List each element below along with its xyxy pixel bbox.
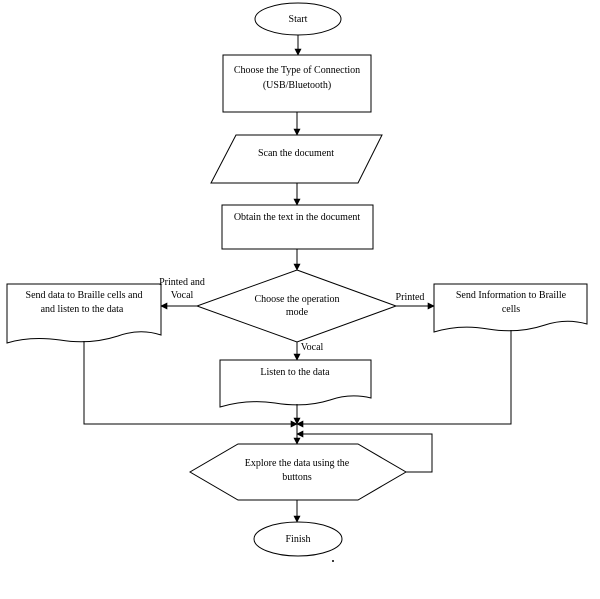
connection-type-label-line2: (USB/Bluetooth) [263, 80, 331, 91]
braille-information-document [433, 283, 588, 333]
operation-mode-label-line2: mode [286, 307, 309, 318]
edge-label-printed-and-vocal-line2: Vocal [171, 290, 194, 301]
braille-information-label-line2: cells [502, 304, 520, 315]
braille-information-label-line1: Send Information to Braille [456, 290, 567, 301]
explore-data-hexagon [189, 443, 407, 501]
connection-type-box [222, 54, 372, 113]
connector-braille-and-listen-to-merge [83, 341, 298, 428]
finish-label: Finish [285, 534, 310, 545]
braille-and-listen-document [6, 283, 162, 344]
explore-data-label-line2: buttons [282, 472, 312, 483]
braille-and-listen-label-line1: Send data to Braille cells and [26, 290, 143, 301]
scan-document-parallelogram [210, 134, 383, 184]
edge-label-printed-and-vocal-line1: Printed and [159, 277, 205, 288]
scan-document-label: Scan the document [258, 148, 334, 159]
edge-label-vocal: Vocal [301, 342, 324, 353]
listen-data-label: Listen to the data [260, 367, 330, 378]
edge-label-printed: Printed [396, 292, 425, 303]
obtain-text-label: Obtain the text in the document [234, 212, 361, 223]
start-label: Start [289, 14, 308, 25]
operation-mode-label-line1: Choose the operation [255, 294, 340, 305]
explore-data-label-line1: Explore the data using the [245, 458, 350, 469]
connector-braille-information-to-merge [296, 330, 512, 428]
connection-type-label-line1: Choose the Type of Connection [234, 65, 360, 76]
loop-explore-back-to-merge [296, 430, 433, 473]
listen-data-document [219, 359, 372, 408]
braille-and-listen-label-line2: and listen to the data [41, 304, 124, 315]
stray-dot [332, 560, 334, 562]
operation-mode-decision [195, 269, 398, 343]
